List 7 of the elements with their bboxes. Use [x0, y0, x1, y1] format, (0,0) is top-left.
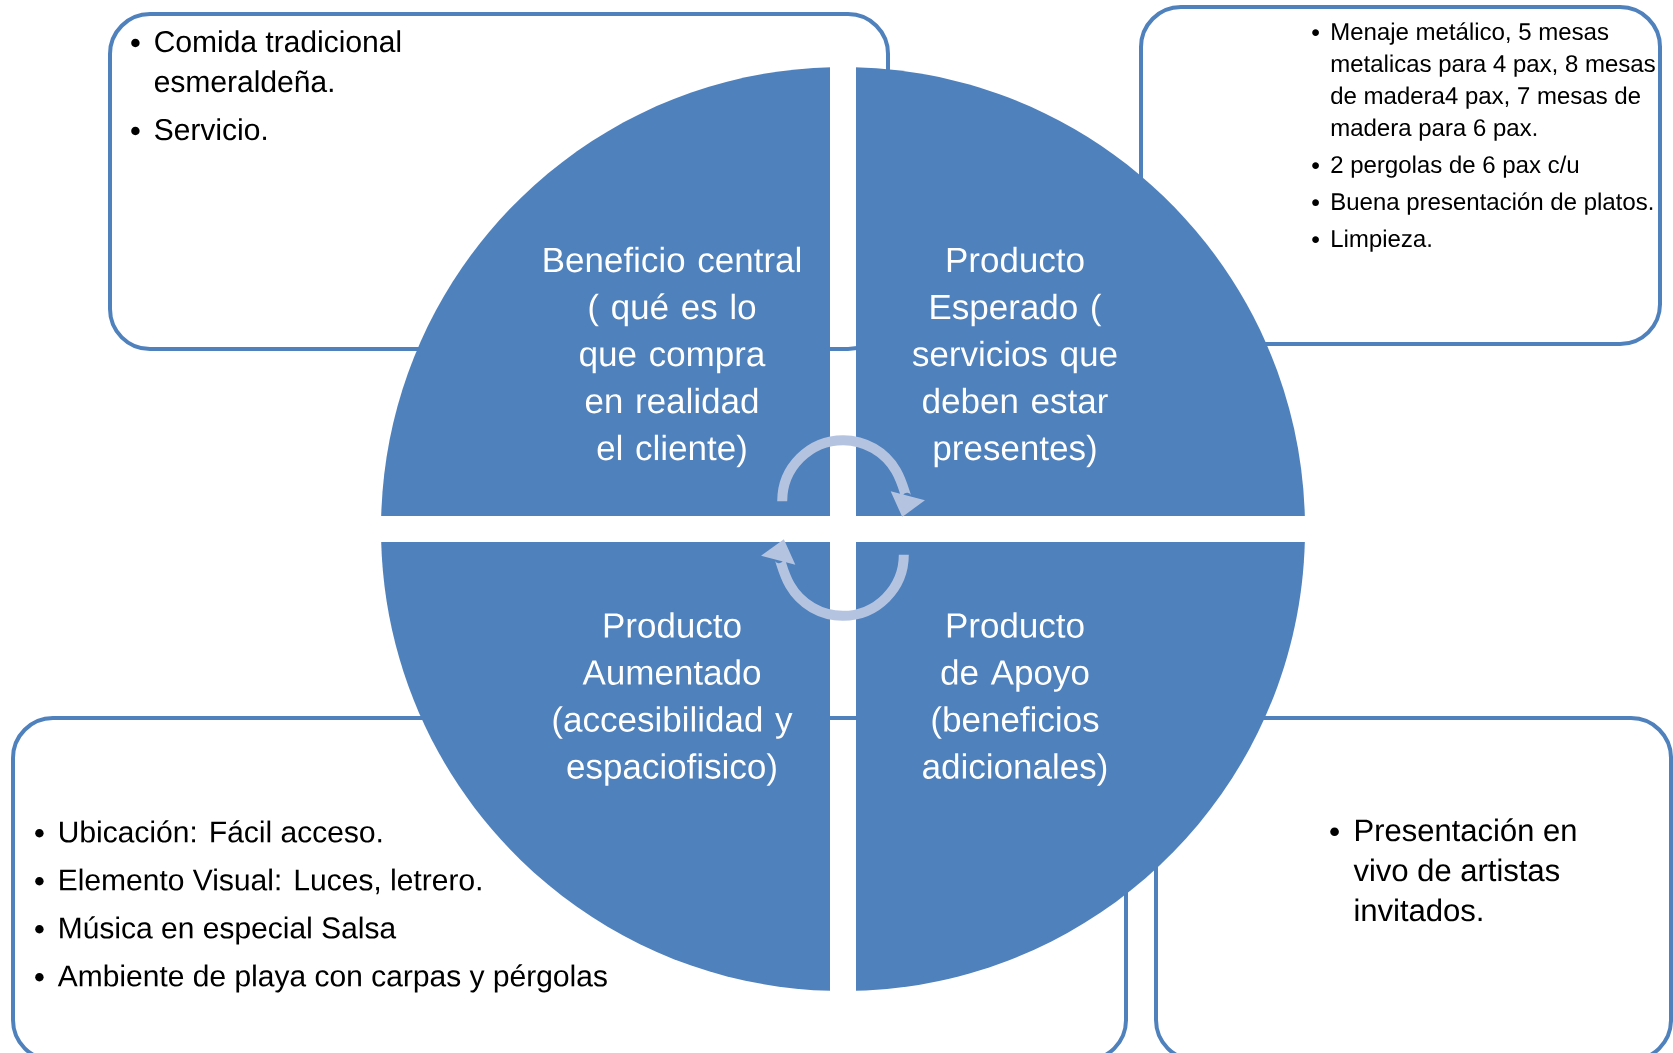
bullet-item: Limpieza.: [1312, 229, 1431, 252]
bullet-item: 2 pergolas de 6 pax c/u: [1312, 155, 1579, 178]
bullet-item: Servicio.: [131, 118, 266, 141]
bullet-item: Presentación en vivo de artistas invitados.: [1330, 818, 1576, 922]
bullet-item: Menaje metálico, 5 mesas metalicas para 4 pax, 8 mesas de madera4 pax, 7 mesas de madera para 6 pax.: [1312, 22, 1655, 141]
bullet-item: Buena presentación de platos.: [1312, 192, 1653, 215]
bullet-item: Ubicación: Fácil acceso.: [35, 820, 382, 843]
